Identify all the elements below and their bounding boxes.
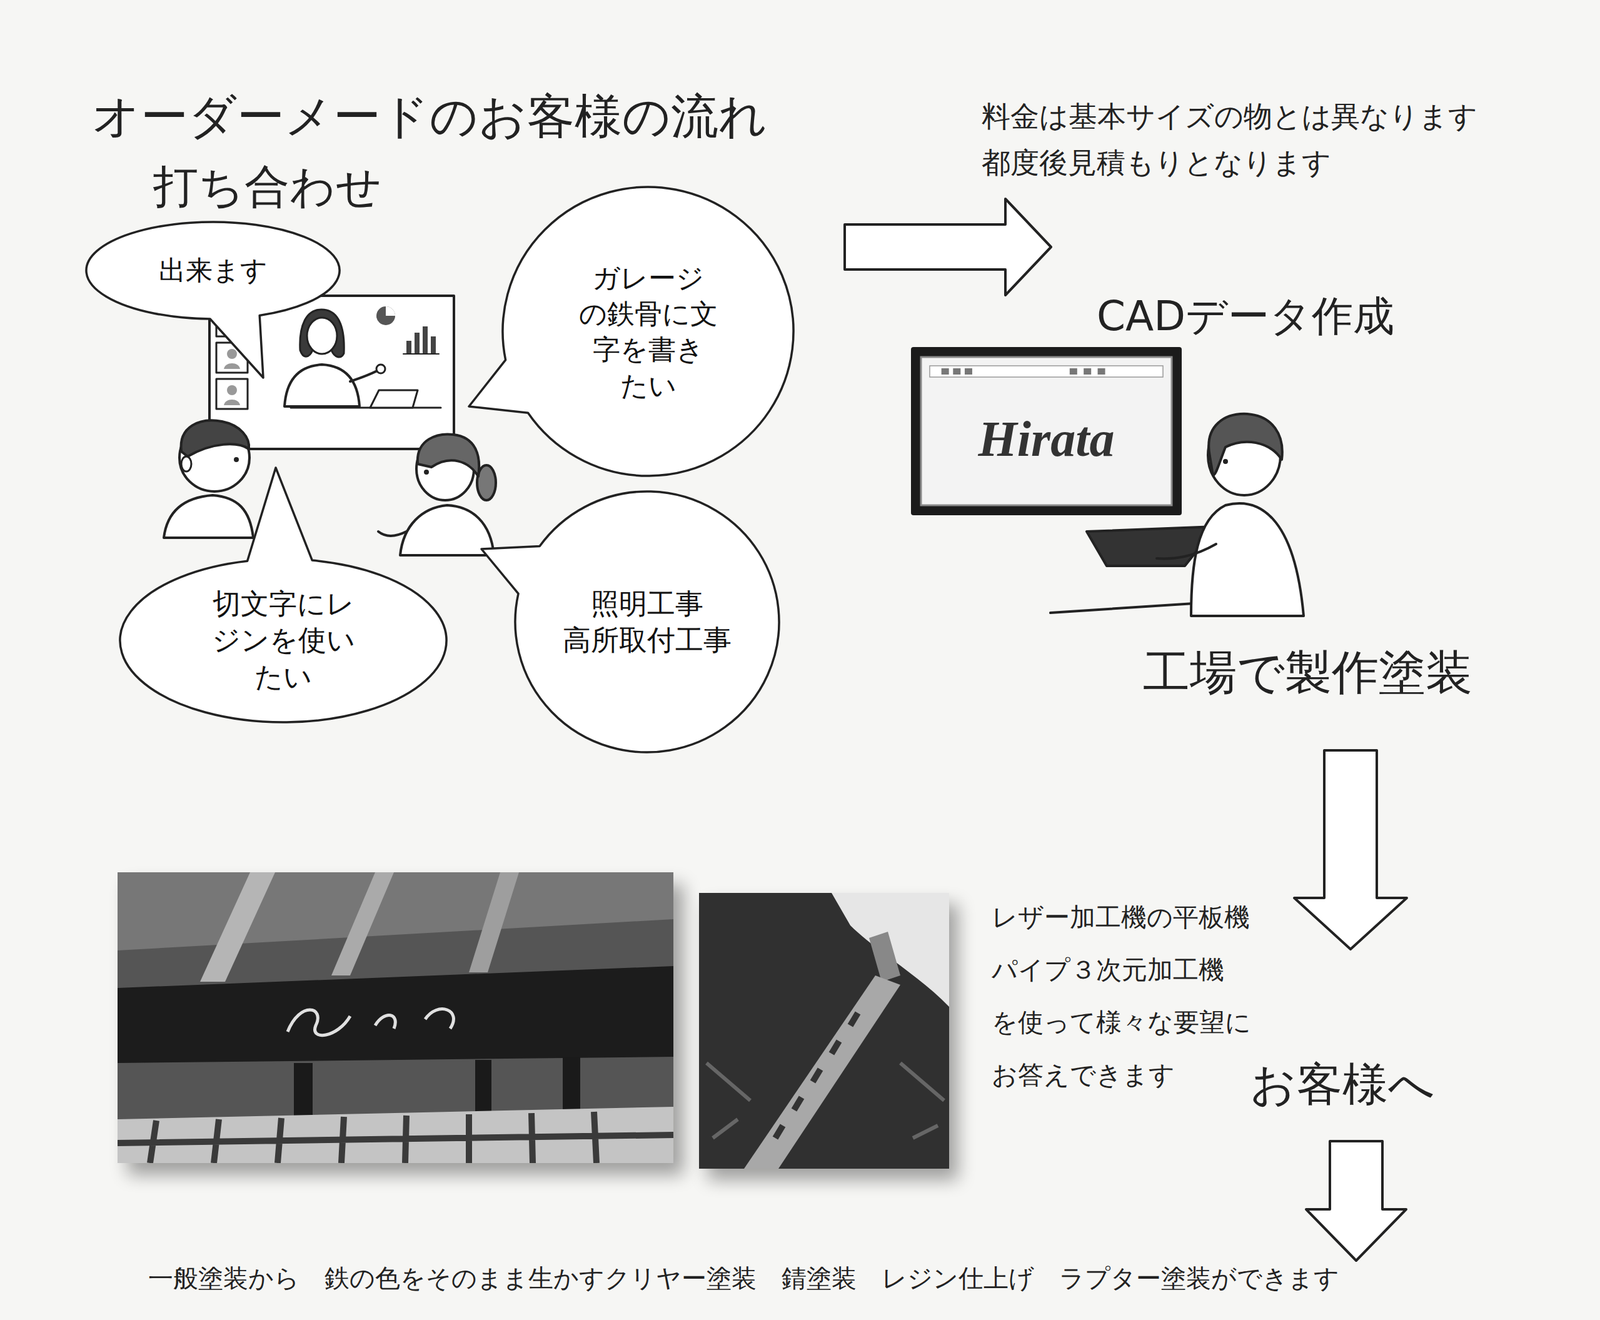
- node-content: 照明工事 高所取付工事: [512, 585, 782, 659]
- toolbar-icon: [964, 368, 973, 375]
- node-content: 出来ます: [83, 253, 343, 289]
- toolbar-icon: [1083, 368, 1092, 375]
- brick-joints: [117, 1111, 674, 1163]
- bar-chart: [414, 332, 420, 354]
- woman-hair: [417, 434, 479, 477]
- bar-chart: [403, 353, 439, 355]
- finish-note: 一般塗装から 鉄の色をそのまま生かすクリヤー塗装 錆塗装 レジン仕上げ ラプター…: [148, 1262, 1340, 1294]
- sign-photo: [117, 872, 674, 1163]
- man-eye: [233, 457, 239, 463]
- toolbar: [929, 365, 1163, 378]
- bar-chart: [430, 336, 436, 354]
- node-outline: [500, 184, 796, 479]
- thumbnail-icon: [226, 348, 237, 359]
- bubble-text: 出来ます: [158, 253, 268, 289]
- presenter-body: [284, 364, 360, 407]
- steel-frame: [117, 872, 674, 951]
- thumbnail-icon: [226, 385, 237, 396]
- scrap: [706, 1062, 945, 1138]
- pie-chart: [385, 306, 396, 316]
- step-heading: お客様へ: [1249, 1056, 1435, 1112]
- sign-plate: [117, 966, 674, 1063]
- operator-body: [1191, 503, 1304, 616]
- toolbar-icon: [952, 368, 961, 375]
- toolbar-icon: [941, 368, 950, 375]
- bubble-outline: [86, 221, 340, 378]
- man-hair: [181, 420, 250, 457]
- bubble-text: 切文字にレジンを使いたい: [198, 585, 369, 696]
- man-body: [163, 495, 254, 538]
- brick-steps: [117, 1106, 674, 1163]
- flow-arrow: [844, 198, 1052, 296]
- speech-bubble: 切文字にレジンを使いたい: [117, 556, 449, 725]
- bubble-outline: [481, 491, 780, 753]
- thumbnail-icon: [223, 399, 241, 406]
- woman-arm: [378, 531, 407, 536]
- presenter-hand: [376, 364, 386, 374]
- step-heading: 工場で製作塗装: [1142, 644, 1473, 701]
- speech-bubble: 照明工事 高所取付工事: [512, 488, 782, 755]
- screen-text: Hirata: [978, 406, 1115, 472]
- pie-chart: [376, 306, 396, 326]
- toolbar-icon: [1069, 368, 1078, 375]
- bubble-outline: [468, 186, 794, 476]
- woman-eye: [423, 469, 429, 475]
- monitor-display: [920, 357, 1172, 506]
- toolbar-icon: [1097, 368, 1106, 375]
- bubble-text: ガレージの鉄骨に文字を書きたい: [578, 260, 718, 404]
- bar-chart: [406, 340, 412, 354]
- operator-hair: [1208, 413, 1282, 476]
- monitor-screen: Hirata: [910, 347, 1182, 516]
- bubble-outline: [120, 467, 447, 723]
- machine-note: レザー加工機の平板機 パイプ３次元加工機 を使って様々な要望に お答えできます: [991, 890, 1264, 1102]
- bar-holes: [775, 1012, 858, 1138]
- laser-photo: [699, 892, 950, 1169]
- post: [293, 1062, 313, 1120]
- speech-bubble: ガレージの鉄骨に文字を書きたい: [500, 184, 796, 479]
- presenter-arm: [350, 370, 379, 382]
- steel-bar: [744, 975, 901, 1169]
- speech-bubble: 出来ます: [83, 219, 343, 322]
- desk: [290, 407, 441, 409]
- operator-eye: [1222, 458, 1228, 464]
- thumbnail-icon: [223, 363, 241, 369]
- steel-beam: [468, 872, 519, 973]
- flow-arrow: [1306, 1141, 1407, 1261]
- operator-arm: [1156, 543, 1217, 559]
- desk: [1050, 603, 1195, 613]
- man-ear: [181, 456, 192, 472]
- node-outline: [512, 488, 782, 755]
- step-heading: 打ち合わせ: [153, 159, 383, 214]
- bar-chart: [422, 326, 428, 354]
- flow-arrow: [1294, 750, 1407, 950]
- photo-ground: [117, 872, 674, 1163]
- monitor-frame: [910, 347, 1182, 516]
- presenter-face: [306, 317, 338, 354]
- node-content: 切文字にレジンを使いたい: [117, 585, 449, 696]
- price-note: 料金は基本サイズの物とは異なります 都度後見積もりとなります: [981, 93, 1489, 186]
- node-content: ガレージの鉄骨に文字を書きたい: [500, 260, 796, 404]
- laptop: [370, 390, 418, 408]
- presenter-hair: [300, 309, 344, 358]
- post: [475, 1059, 492, 1120]
- step-heading: CADデータ作成: [1096, 293, 1395, 340]
- node-content: Hirata: [910, 406, 1182, 472]
- page-title: オーダーメードのお客様の流れ: [91, 87, 768, 145]
- steel-beam: [331, 872, 394, 976]
- photo-ground: [699, 892, 950, 1169]
- cut-ornament: [287, 1009, 454, 1036]
- bubble-text: 照明工事 高所取付工事: [555, 585, 740, 659]
- thumbnail: [216, 378, 248, 409]
- meeting-illustration: [163, 295, 496, 556]
- woman-body: [400, 505, 494, 556]
- nozzle: [869, 931, 901, 982]
- steel-beam: [200, 872, 276, 982]
